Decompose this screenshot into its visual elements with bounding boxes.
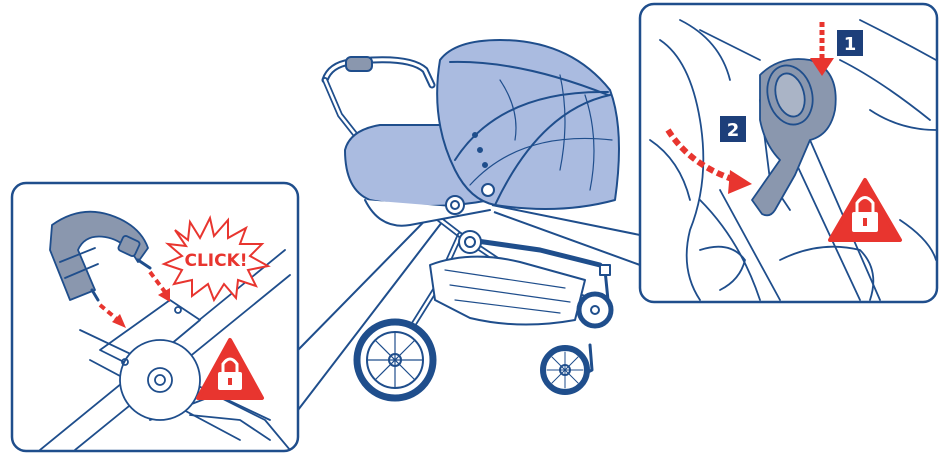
- rear-wheel: [357, 322, 433, 398]
- callout-left: CLICK!: [12, 183, 298, 451]
- step-badge-2: 2: [720, 116, 746, 142]
- callout-right: 1 2: [640, 4, 937, 302]
- front-wheel-left: [543, 345, 592, 392]
- stroller-illustration: [325, 40, 619, 398]
- step-1-label: 1: [844, 34, 857, 55]
- step-2-label: 2: [727, 120, 740, 141]
- step-badge-1: 1: [837, 30, 863, 56]
- click-label: CLICK!: [184, 251, 247, 271]
- front-wheel-right: [579, 265, 611, 326]
- stroller-basket: [430, 257, 585, 325]
